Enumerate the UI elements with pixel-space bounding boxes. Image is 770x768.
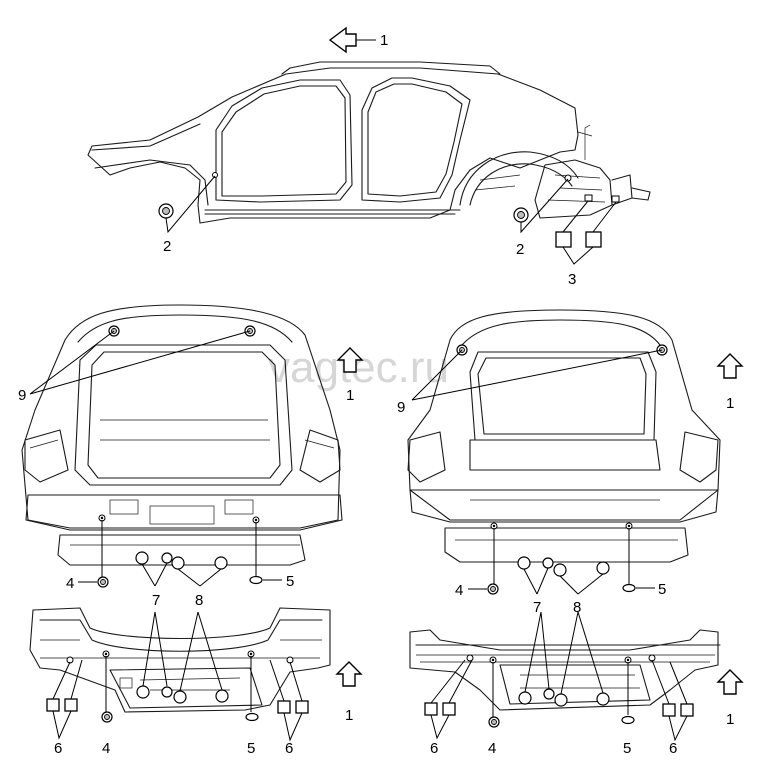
callout-4-l2: 4 — [102, 740, 110, 757]
callout-3-box-a — [555, 231, 572, 248]
callout-6-l2: 6 — [285, 740, 293, 757]
callout-6-r2: 6 — [669, 740, 677, 757]
plug-5-l2 — [245, 712, 259, 722]
callout-4-r1: 4 — [455, 582, 463, 599]
callout-2-left: 2 — [163, 238, 171, 255]
callout-4-l1: 4 — [66, 575, 74, 592]
callout-3: 3 — [568, 271, 576, 288]
callout-1-bottom-left: 1 — [345, 707, 353, 724]
callout-9-left: 9 — [18, 387, 26, 404]
callout-9-right: 9 — [397, 399, 405, 416]
rear-panel-right — [409, 629, 721, 711]
callout-1-top: 1 — [380, 32, 388, 49]
side-body-view — [87, 61, 651, 224]
direction-arrow-1-mid-right — [716, 353, 744, 379]
rear-body-right — [407, 309, 721, 563]
plug-5-l1 — [249, 575, 263, 585]
callout-1-bottom-right: 1 — [726, 711, 734, 728]
callout-3-box-b — [585, 231, 602, 248]
callout-8-right: 8 — [573, 599, 581, 616]
rear-body-left — [21, 304, 343, 566]
direction-arrow-1-mid-left — [336, 347, 364, 373]
callout-6-r1: 6 — [430, 740, 438, 757]
callout-8-left: 8 — [195, 592, 203, 609]
callout-1-mid-right: 1 — [726, 395, 734, 412]
direction-arrow-1-bottom-left — [335, 661, 363, 687]
hole-2-right — [564, 174, 572, 182]
callout-7-right: 7 — [533, 599, 541, 616]
callout-5-r2: 5 — [623, 740, 631, 757]
direction-arrow-1-bottom-right — [716, 669, 744, 695]
hole-2-left — [212, 172, 218, 178]
watermark: vagtec.ru — [268, 343, 449, 392]
callout-5-l2: 5 — [247, 740, 255, 757]
callout-1-mid-left: 1 — [346, 387, 354, 404]
plug-5-r1 — [622, 583, 636, 593]
direction-arrow-1-top — [328, 26, 357, 54]
rear-panel-left — [29, 607, 331, 713]
callout-4-r2: 4 — [488, 740, 496, 757]
callout-5-r1: 5 — [658, 581, 666, 598]
plug-5-r2 — [621, 715, 635, 725]
callout-7-left: 7 — [152, 592, 160, 609]
callout-2-right: 2 — [516, 241, 524, 258]
callout-5-l1: 5 — [286, 573, 294, 590]
callout-6-l1: 6 — [54, 740, 62, 757]
